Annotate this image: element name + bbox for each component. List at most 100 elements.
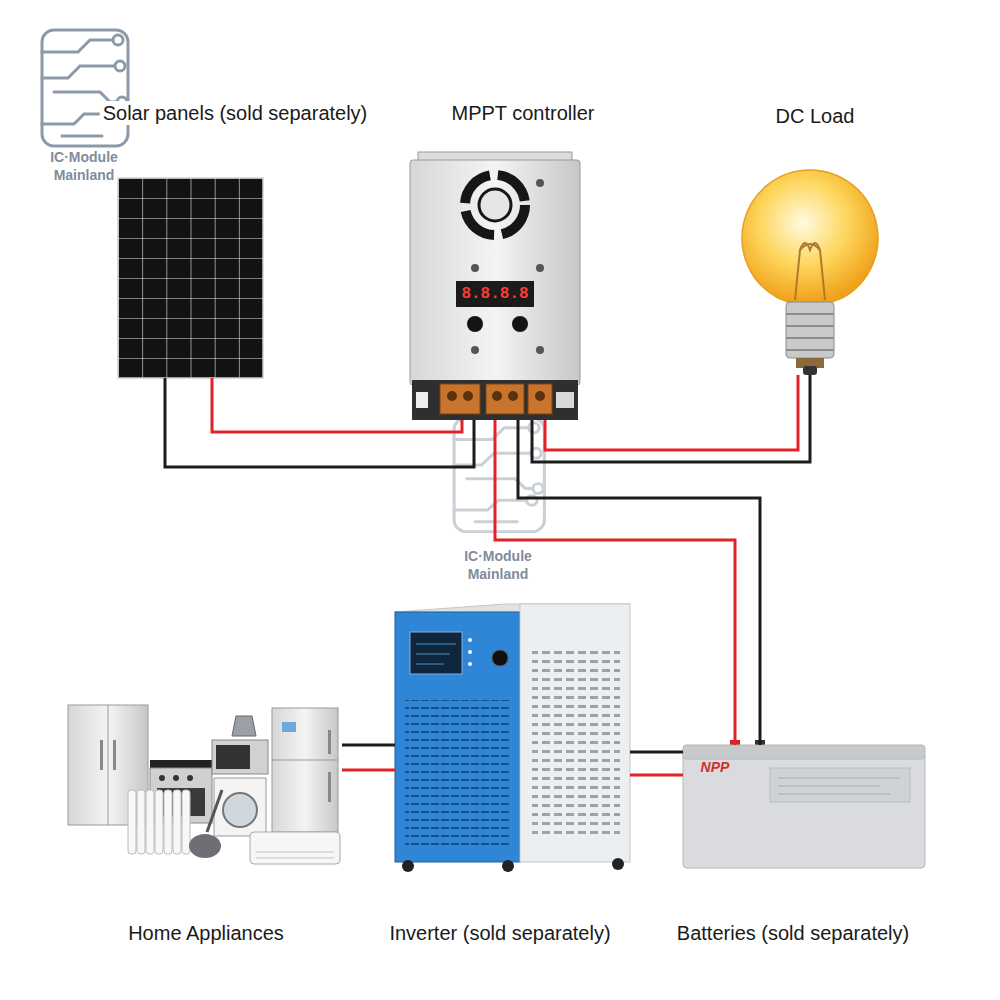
home-appliances bbox=[173, 775, 179, 781]
mppt-controller bbox=[486, 384, 524, 414]
home-appliances bbox=[150, 760, 212, 768]
home-appliances bbox=[282, 722, 296, 732]
watermark-text: IC·Module Mainland bbox=[450, 547, 546, 583]
home-appliances bbox=[328, 730, 331, 754]
home-appliances bbox=[272, 708, 338, 832]
inverter bbox=[612, 858, 624, 870]
home-appliances bbox=[328, 772, 331, 802]
component-caption: MPPT controller bbox=[448, 101, 597, 125]
component-area: Solar panels (sold separately) bbox=[118, 178, 263, 378]
home-appliances bbox=[214, 778, 266, 836]
light-bulb bbox=[742, 170, 878, 375]
solar-panel bbox=[118, 178, 263, 378]
home-appliances bbox=[187, 775, 193, 781]
mppt-controller bbox=[528, 384, 552, 414]
wire-pair bbox=[495, 420, 760, 745]
mppt-controller bbox=[471, 346, 479, 354]
component-area: Home Appliances bbox=[65, 700, 342, 865]
battery bbox=[770, 768, 910, 802]
component-area: DC Load bbox=[740, 165, 880, 375]
wire-pair bbox=[342, 745, 395, 770]
wire bbox=[532, 375, 810, 462]
wire bbox=[165, 378, 474, 467]
mppt-controller bbox=[440, 384, 480, 414]
watermark-icon bbox=[454, 500, 525, 510]
component-caption: Solar panels (sold separately) bbox=[100, 101, 371, 125]
light-bulb bbox=[800, 243, 820, 250]
mppt-controller bbox=[416, 392, 428, 408]
inverter bbox=[410, 632, 462, 674]
home-appliances bbox=[207, 790, 222, 832]
component-caption: Batteries (sold separately) bbox=[674, 921, 912, 945]
home-appliances bbox=[189, 834, 221, 858]
inverter bbox=[520, 604, 630, 862]
home-appliances bbox=[100, 740, 103, 770]
home-appliances bbox=[272, 760, 338, 761]
home-appliances bbox=[216, 745, 250, 769]
home-appliances bbox=[182, 790, 190, 854]
mppt-controller bbox=[463, 391, 473, 401]
wire bbox=[630, 774, 683, 777]
home-appliances bbox=[128, 790, 136, 854]
light-bulb bbox=[786, 314, 834, 350]
mppt-controller bbox=[536, 346, 544, 354]
mppt-controller bbox=[556, 392, 574, 408]
mppt-controller bbox=[512, 316, 528, 332]
display-digits: 8.8.8.8 bbox=[461, 284, 528, 304]
component-area: Inverter (sold separately) bbox=[395, 605, 630, 870]
wire-pair bbox=[532, 375, 810, 462]
wire bbox=[212, 378, 462, 432]
mppt-controller bbox=[471, 264, 479, 272]
logo-icon bbox=[42, 66, 114, 78]
home-appliances bbox=[223, 793, 257, 827]
home-appliances bbox=[113, 740, 116, 770]
mppt-controller bbox=[508, 391, 518, 401]
home-appliances bbox=[108, 705, 109, 825]
inverter bbox=[395, 604, 630, 872]
home-appliances bbox=[256, 852, 334, 858]
home-appliances bbox=[146, 790, 154, 854]
home-appliances bbox=[137, 790, 145, 854]
home-appliances bbox=[173, 790, 181, 854]
home-appliances bbox=[232, 716, 256, 736]
home-appliances bbox=[68, 705, 340, 864]
solar-panel bbox=[118, 178, 263, 378]
mppt-controller bbox=[479, 189, 511, 221]
mppt-controller bbox=[410, 152, 580, 420]
solar-panel bbox=[118, 178, 263, 378]
inverter bbox=[492, 650, 508, 666]
battery bbox=[683, 745, 925, 759]
inverter bbox=[532, 650, 620, 840]
component-caption: DC Load bbox=[773, 104, 858, 128]
logo-icon bbox=[42, 30, 128, 146]
home-appliances bbox=[250, 832, 340, 864]
mppt-controller bbox=[410, 160, 580, 385]
home-appliances bbox=[164, 790, 172, 854]
brand-mark: NPP bbox=[701, 758, 730, 776]
wire bbox=[630, 751, 683, 754]
mppt-controller bbox=[412, 380, 578, 420]
battery bbox=[778, 778, 900, 794]
mppt-controller bbox=[492, 391, 502, 401]
logo-icon bbox=[115, 61, 125, 71]
wire bbox=[342, 769, 395, 772]
inverter bbox=[468, 638, 472, 642]
inverter bbox=[416, 644, 456, 664]
logo-icon bbox=[62, 135, 102, 138]
inverter bbox=[502, 860, 514, 872]
logo-icon bbox=[42, 30, 128, 146]
battery bbox=[683, 740, 925, 868]
wire bbox=[518, 420, 760, 745]
component-caption: Home Appliances bbox=[125, 921, 287, 945]
wire-pair bbox=[630, 752, 683, 775]
home-appliances bbox=[159, 775, 165, 781]
wire bbox=[495, 420, 735, 745]
inverter bbox=[468, 662, 472, 666]
mppt-controller bbox=[456, 281, 534, 307]
battery bbox=[683, 752, 925, 868]
wire bbox=[342, 744, 395, 747]
light-bulb bbox=[786, 302, 834, 358]
